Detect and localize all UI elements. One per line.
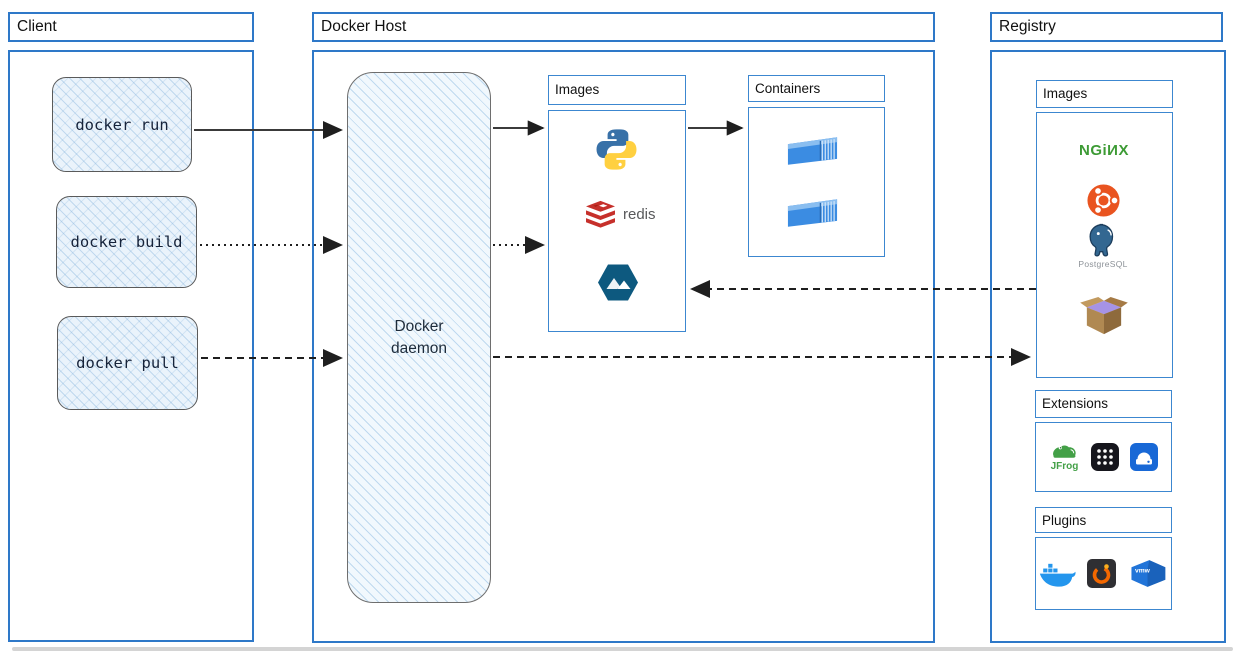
window-bottom-edge: [12, 647, 1233, 651]
host-images-title: Images: [555, 82, 600, 97]
postgresql-label: PostgreSQL: [1078, 259, 1128, 269]
jfrog-icon: JFrog: [1050, 442, 1080, 472]
grafana-icon: [1087, 559, 1116, 588]
redis-icon: [584, 200, 617, 229]
docker-host-title-box: Docker Host: [312, 12, 935, 42]
registry-title-box: Registry: [990, 12, 1223, 42]
docker-build-label: docker build: [70, 233, 183, 251]
host-containers-title: Containers: [755, 81, 821, 96]
registry-plugins-title: Plugins: [1042, 513, 1087, 528]
client-title: Client: [17, 18, 57, 35]
registry-images-title: Images: [1043, 86, 1088, 101]
container-icon: [785, 191, 840, 233]
registry-plugins-title-box: Plugins: [1035, 507, 1172, 533]
apps-grid-icon: [1090, 443, 1119, 471]
host-images-title-box: Images: [548, 75, 686, 105]
host-containers-box: [748, 107, 885, 257]
nginx-label: NGiИX: [1079, 142, 1129, 159]
registry-extensions-title: Extensions: [1042, 396, 1109, 411]
postgresql-icon: [1089, 223, 1114, 257]
alpine-icon: [597, 263, 639, 302]
vmware-icon: vmw: [1127, 558, 1168, 589]
docker-daemon-label: Docker daemon: [390, 317, 447, 357]
postgresql-logo: PostgreSQL: [1078, 222, 1127, 269]
docker-run-label: docker run: [75, 115, 169, 134]
redis-label: redis: [623, 206, 656, 223]
busybox-box-icon: [1078, 296, 1130, 336]
docker-build-box: docker build: [56, 196, 197, 288]
registry-plugins-box: vmw: [1035, 537, 1172, 610]
ubuntu-icon: [1087, 184, 1120, 217]
host-containers-title-box: Containers: [748, 75, 885, 102]
docker-daemon-box: Docker daemon: [347, 72, 491, 603]
redis-row: redis: [584, 200, 656, 229]
docker-run-box: docker run: [52, 77, 192, 172]
svg-text:vmw: vmw: [1135, 568, 1151, 575]
nginx-logo: NGiИX: [1058, 142, 1150, 159]
host-images-box: [548, 110, 686, 332]
disk-drive-icon: [1129, 443, 1158, 471]
jfrog-label: JFrog: [1050, 461, 1079, 472]
docker-host-title: Docker Host: [321, 18, 407, 35]
docker-whale-icon: [1039, 560, 1076, 588]
docker-pull-box: docker pull: [57, 316, 198, 410]
python-icon: [593, 126, 640, 173]
registry-title: Registry: [999, 18, 1056, 35]
docker-pull-label: docker pull: [76, 354, 179, 372]
registry-extensions-title-box: Extensions: [1035, 390, 1172, 418]
container-icon: [785, 129, 840, 171]
registry-images-title-box: Images: [1036, 80, 1173, 108]
registry-extensions-box: JFrog: [1035, 422, 1172, 492]
client-title-box: Client: [8, 12, 254, 42]
